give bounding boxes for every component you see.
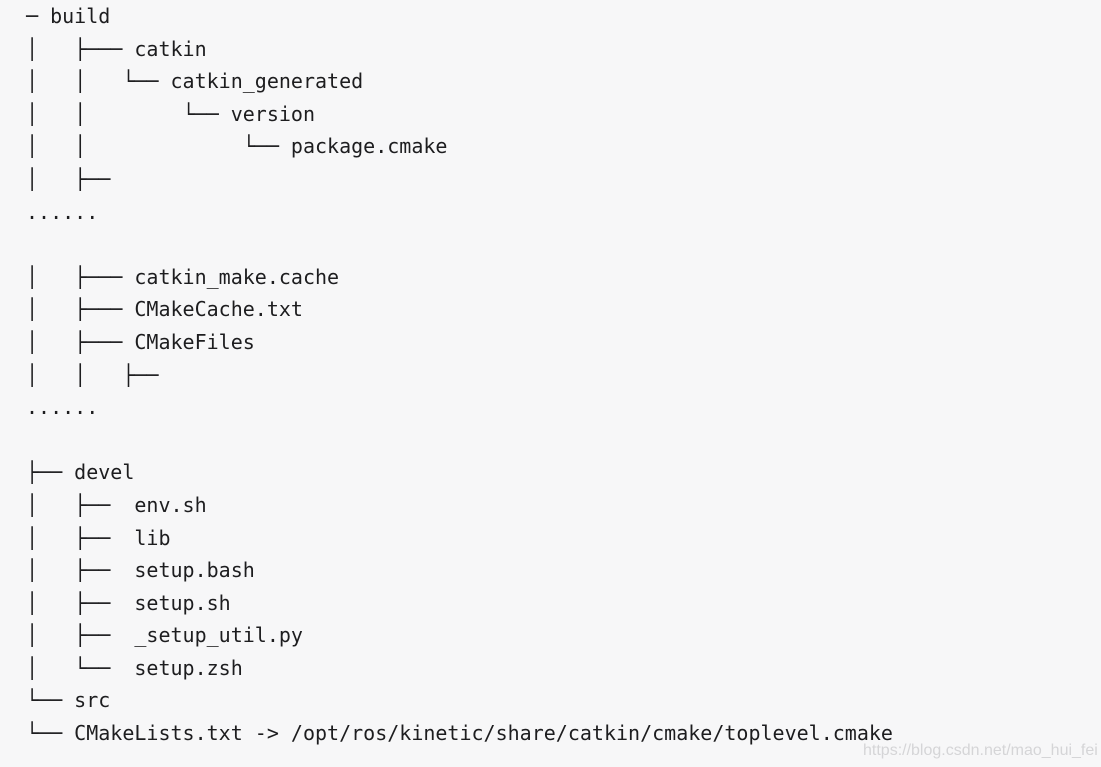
directory-tree-output: ─ build │ ├─── catkin │ │ └── catkin_gen…	[26, 4, 893, 746]
csdn-watermark: https://blog.csdn.net/mao_hui_fei	[863, 742, 1098, 759]
